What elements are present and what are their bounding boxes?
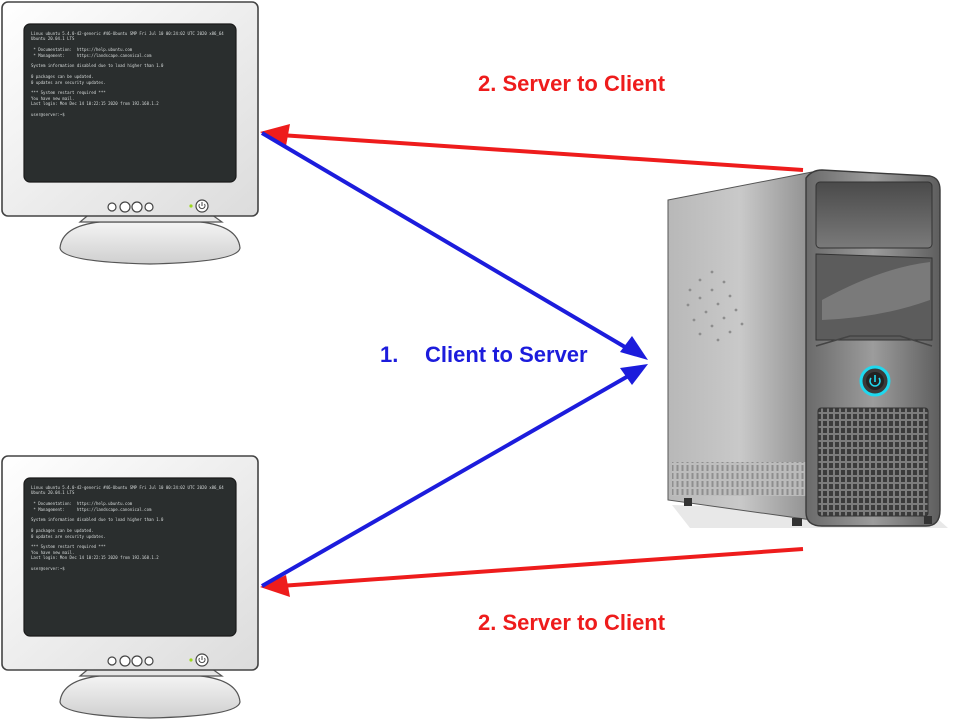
power-symbol bbox=[198, 202, 206, 210]
monitor-button bbox=[119, 655, 131, 667]
label-client-to-server: 1. Client to Server bbox=[380, 342, 588, 368]
terminal-line: You have new mail. bbox=[31, 95, 75, 101]
terminal-line: * Management: https://landscape.canonica… bbox=[31, 506, 152, 512]
power-symbol bbox=[869, 375, 881, 387]
side-vent-grille bbox=[672, 462, 806, 496]
arrow-server-to-client-top bbox=[279, 133, 804, 172]
power-led bbox=[189, 658, 193, 662]
terminal-line: *** System restart required *** bbox=[31, 544, 106, 550]
monitor-screen bbox=[23, 477, 237, 637]
arrowhead-right bbox=[620, 336, 648, 360]
arrow-client-to-server-bottom bbox=[261, 373, 631, 588]
terminal-line: You have new mail. bbox=[31, 549, 75, 555]
arrow-client-to-server-top bbox=[260, 131, 632, 352]
terminal-line: *** System restart required *** bbox=[31, 90, 106, 96]
arrow-server-to-client-bottom bbox=[279, 547, 804, 588]
server-foot bbox=[792, 518, 802, 526]
monitor-stand bbox=[59, 675, 241, 719]
terminal-line: Linux ubuntu 5.4.0-42-generic #46-Ubuntu… bbox=[31, 31, 224, 36]
server-foot bbox=[684, 498, 692, 506]
terminal-line: 0 updates are security updates. bbox=[31, 79, 106, 85]
terminal-line: * Documentation: https://help.ubuntu.com bbox=[31, 47, 133, 53]
power-led bbox=[189, 204, 193, 208]
terminal-line: Last login: Mon Dec 14 10:22:15 2020 fro… bbox=[31, 101, 159, 107]
terminal-output-top: Linux ubuntu 5.4.0-42-generic #46-Ubuntu… bbox=[31, 31, 231, 176]
terminal-line: * Management: https://landscape.canonica… bbox=[31, 52, 152, 58]
drive-bay-top bbox=[815, 181, 933, 249]
monitor-button bbox=[144, 202, 154, 212]
connection-arrows bbox=[260, 124, 804, 597]
arrowhead-left bbox=[260, 124, 290, 146]
arrowhead-right bbox=[620, 364, 648, 385]
server-tower bbox=[667, 169, 948, 528]
terminal-line: 0 packages can be updated. bbox=[31, 528, 94, 534]
terminal-line: Ubuntu 20.04.1 LTS bbox=[31, 490, 75, 496]
server-foot bbox=[924, 516, 932, 524]
front-vent-grille bbox=[817, 407, 929, 517]
label-step-text: Client to Server bbox=[425, 342, 588, 367]
monitor-screen bbox=[23, 23, 237, 183]
monitor-stand bbox=[59, 221, 241, 265]
monitor-button bbox=[131, 655, 143, 667]
terminal-line: 0 updates are security updates. bbox=[31, 533, 106, 539]
arrowhead-left bbox=[260, 575, 290, 597]
monitor-buttons bbox=[107, 199, 209, 213]
terminal-line: System information disabled due to load … bbox=[31, 517, 164, 523]
terminal-output-bottom: Linux ubuntu 5.4.0-42-generic #46-Ubuntu… bbox=[31, 485, 231, 630]
terminal-line: Linux ubuntu 5.4.0-42-generic #46-Ubuntu… bbox=[31, 485, 224, 490]
front-divider bbox=[815, 335, 933, 347]
terminal-line: Ubuntu 20.04.1 LTS bbox=[31, 36, 75, 42]
terminal-line: user@server:~$ bbox=[31, 111, 65, 117]
terminal-line: * Documentation: https://help.ubuntu.com bbox=[31, 501, 133, 507]
terminal-line: 0 packages can be updated. bbox=[31, 74, 94, 80]
monitor-button bbox=[144, 656, 154, 666]
power-symbol bbox=[198, 656, 206, 664]
terminal-line: System information disabled due to load … bbox=[31, 63, 164, 69]
terminal-line: user@server:~$ bbox=[31, 565, 65, 571]
client-monitor-bottom bbox=[1, 455, 259, 719]
terminal-line: Last login: Mon Dec 14 10:22:15 2020 fro… bbox=[31, 555, 159, 561]
monitor-button bbox=[131, 201, 143, 213]
side-dots bbox=[686, 270, 744, 342]
label-server-to-client-bottom: 2. Server to Client bbox=[478, 610, 666, 635]
client-monitor-top bbox=[1, 1, 259, 265]
label-step-number: 1. bbox=[380, 342, 399, 367]
monitor-button bbox=[107, 656, 117, 666]
label-server-to-client-top: 2. Server to Client bbox=[478, 71, 666, 96]
monitor-button bbox=[119, 201, 131, 213]
monitor-buttons bbox=[107, 653, 209, 667]
monitor-button bbox=[107, 202, 117, 212]
drive-bay-highlight bbox=[822, 262, 930, 320]
